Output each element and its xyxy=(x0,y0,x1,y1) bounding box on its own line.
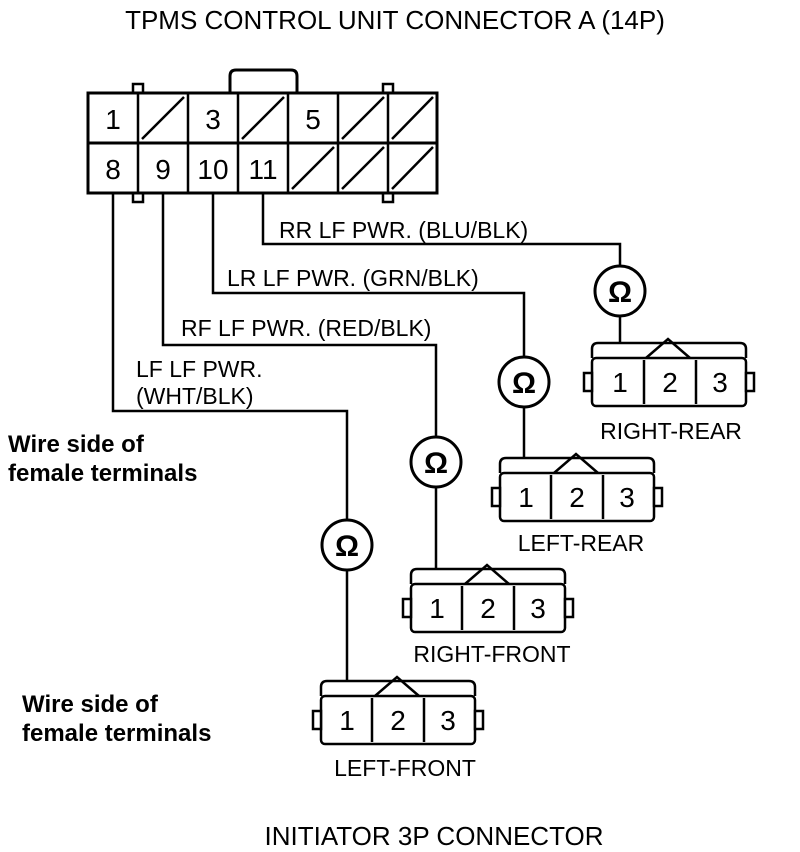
pin-label: 1 xyxy=(518,482,534,513)
wire-lf xyxy=(111,193,349,520)
initiator-connector-left-front xyxy=(311,675,485,746)
initiator-label-left-front: LEFT-FRONT xyxy=(334,755,476,781)
wire-rf xyxy=(161,193,438,442)
initiator-connector-left-rear xyxy=(490,452,664,523)
wire-rr xyxy=(261,193,622,266)
ohmmeter-icon: Ω xyxy=(320,518,374,572)
empty-cavity xyxy=(141,96,185,140)
empty-cavity xyxy=(341,146,385,190)
diagram-title: TPMS CONTROL UNIT CONNECTOR A (14P) xyxy=(125,5,665,35)
connector-lock-tab xyxy=(228,68,299,93)
pin-label: 3 xyxy=(619,482,635,513)
pin-label: 1 xyxy=(429,593,445,624)
initiator-label-right-front: RIGHT-FRONT xyxy=(413,641,570,667)
connector-a-pin-labels: 1 3 5 8 9 10 11 xyxy=(105,104,321,185)
pin-label: 9 xyxy=(155,154,171,185)
connector-a xyxy=(86,68,439,204)
svg-text:Ω: Ω xyxy=(335,530,359,563)
ohmmeter-icon: Ω xyxy=(593,264,647,318)
pin-label: 1 xyxy=(612,367,628,398)
note-upper: Wire side of female terminals xyxy=(8,431,197,487)
wire-label-rr: RR LF PWR. (BLU/BLK) xyxy=(279,217,528,243)
wire-lr xyxy=(211,193,526,357)
svg-text:Ω: Ω xyxy=(512,367,536,400)
pin-label: 1 xyxy=(105,104,121,135)
wire-label-rf: RF LF PWR. (RED/BLK) xyxy=(181,315,431,341)
ohmmeter-icon: Ω xyxy=(409,435,463,489)
pin-label: 2 xyxy=(662,367,678,398)
initiator-label-left-rear: LEFT-REAR xyxy=(518,530,645,556)
svg-text:Ω: Ω xyxy=(424,447,448,480)
svg-text:female terminals: female terminals xyxy=(8,460,197,487)
ohmmeter-icon: Ω xyxy=(497,355,551,409)
pin-label: 2 xyxy=(390,705,406,736)
initiator-label-right-rear: RIGHT-REAR xyxy=(600,418,742,444)
pin-label: 11 xyxy=(248,154,277,185)
empty-cavity xyxy=(391,146,434,190)
pin-label: 3 xyxy=(712,367,728,398)
empty-cavity xyxy=(291,146,335,190)
wire-label-lf-color: (WHT/BLK) xyxy=(136,383,254,409)
pin-label: 8 xyxy=(105,154,121,185)
pin-label: 3 xyxy=(530,593,546,624)
initiator-connector-right-rear xyxy=(582,337,756,408)
note-lower: Wire side of female terminals xyxy=(22,691,211,747)
diagram-footer: INITIATOR 3P CONNECTOR xyxy=(264,821,603,851)
svg-text:Wire side of: Wire side of xyxy=(22,691,159,718)
wire-label-lf: LF LF PWR. xyxy=(136,356,263,382)
wire-label-lr: LR LF PWR. (GRN/BLK) xyxy=(227,265,479,291)
empty-cavity xyxy=(341,96,385,140)
svg-text:Ω: Ω xyxy=(608,276,632,309)
empty-cavity xyxy=(391,96,434,140)
pin-label: 3 xyxy=(440,705,456,736)
pin-label: 2 xyxy=(569,482,585,513)
svg-text:female terminals: female terminals xyxy=(22,720,211,747)
pin-label: 5 xyxy=(305,104,321,135)
pin-label: 2 xyxy=(480,593,496,624)
empty-cavity xyxy=(241,96,285,140)
svg-text:Wire side of: Wire side of xyxy=(8,431,145,458)
pin-label: 10 xyxy=(197,154,228,185)
pin-label: 1 xyxy=(339,705,355,736)
initiator-connector-right-front xyxy=(401,563,575,634)
pin-label: 3 xyxy=(205,104,221,135)
